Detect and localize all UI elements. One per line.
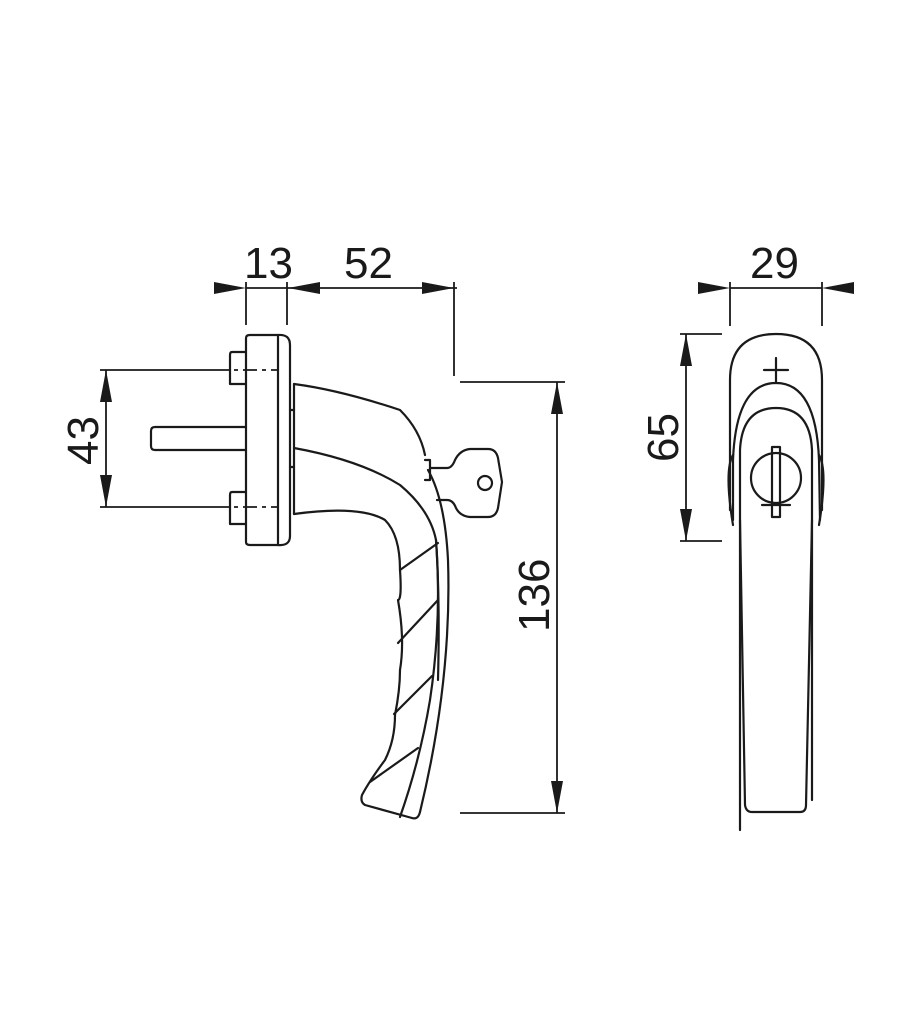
dimension-13-52: 13 52 [214, 239, 457, 376]
dim-label-43: 43 [59, 416, 108, 465]
dimension-136: 136 [460, 381, 565, 814]
dim-label-29: 29 [750, 239, 799, 288]
dim-label-136: 136 [510, 559, 559, 632]
dimension-43: 43 [59, 369, 278, 508]
front-view: 29 65 [639, 239, 854, 832]
handle-side [288, 382, 450, 820]
dimension-65: 65 [639, 333, 722, 542]
dim-label-52: 52 [344, 239, 393, 288]
dim-label-65: 65 [639, 413, 688, 462]
handle-front [738, 518, 814, 814]
rose-plate [149, 333, 292, 547]
dimension-29: 29 [698, 239, 854, 326]
dim-label-13: 13 [244, 239, 293, 288]
key-icon [423, 447, 504, 519]
rose-front [727, 332, 825, 832]
side-view: 13 52 43 [59, 239, 565, 820]
